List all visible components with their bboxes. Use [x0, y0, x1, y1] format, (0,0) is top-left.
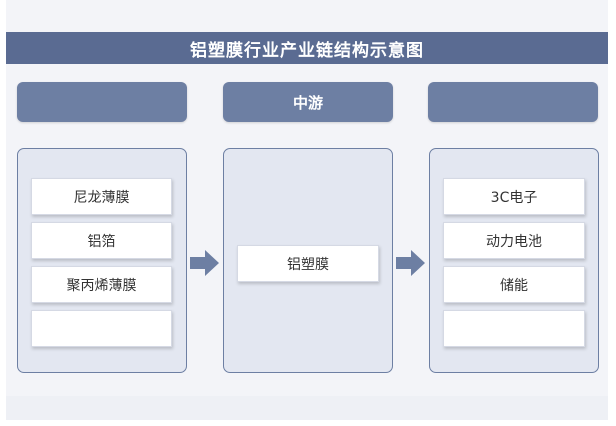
footer-strip [6, 396, 608, 420]
upstream-header [17, 82, 187, 122]
upstream-item-empty [31, 310, 172, 347]
upstream-item-pp-film: 聚丙烯薄膜 [31, 266, 172, 303]
diagram-title: 铝塑膜行业产业链结构示意图 [6, 32, 608, 64]
downstream-header [428, 82, 598, 122]
downstream-item-empty [443, 310, 585, 347]
upstream-item-aluminum-foil: 铝箔 [31, 222, 172, 259]
downstream-item-3c-electronics: 3C电子 [443, 178, 585, 215]
upstream-item-nylon-film: 尼龙薄膜 [31, 178, 172, 215]
downstream-item-power-battery: 动力电池 [443, 222, 585, 259]
downstream-item-energy-storage: 储能 [443, 266, 585, 303]
arrow-right-icon [190, 250, 219, 276]
midstream-header: 中游 [223, 82, 393, 122]
arrow-right-icon [396, 250, 425, 276]
midstream-item-aluminum-plastic-film: 铝塑膜 [237, 245, 379, 282]
